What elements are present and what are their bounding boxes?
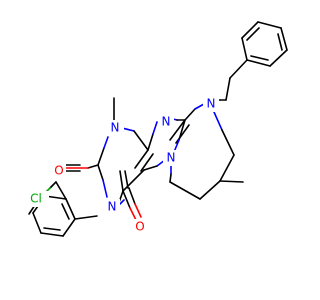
bond xyxy=(178,119,186,141)
bond xyxy=(246,59,271,67)
bond xyxy=(225,77,231,101)
bond xyxy=(97,147,105,166)
bond xyxy=(169,173,172,183)
bond xyxy=(152,121,158,135)
bond xyxy=(229,59,248,79)
bond xyxy=(199,180,221,200)
bond xyxy=(61,203,70,220)
bond xyxy=(134,149,149,169)
bond xyxy=(219,154,235,182)
bond xyxy=(119,170,124,192)
molecule-structure: N N N N N O O Cl xyxy=(23,21,288,237)
bond xyxy=(55,181,67,200)
bond xyxy=(169,181,201,200)
bond xyxy=(184,108,196,121)
bond xyxy=(62,218,76,237)
atom-label-cl: Cl xyxy=(30,192,42,206)
atom-label-n10: N xyxy=(207,97,216,111)
molecule-canvas: N N N N N O O Cl xyxy=(23,21,288,237)
atom-label-n7: N xyxy=(167,151,176,165)
bond xyxy=(122,169,145,192)
bond xyxy=(269,49,288,67)
atom-label-o2: O xyxy=(54,164,63,178)
bond xyxy=(97,164,104,181)
bond xyxy=(221,129,235,156)
bond xyxy=(257,21,282,29)
bond xyxy=(40,232,64,237)
atom-label-o4: O xyxy=(135,220,144,234)
bond xyxy=(194,103,205,110)
atom-label-n9: N xyxy=(162,115,171,129)
bond xyxy=(65,198,76,220)
bond xyxy=(143,165,158,171)
bond xyxy=(124,170,129,189)
heteroatom-bonds xyxy=(43,99,235,221)
bond xyxy=(134,203,142,218)
bond xyxy=(250,55,269,61)
atom-labels: N N N N N O O Cl xyxy=(23,96,219,235)
bond xyxy=(241,21,259,39)
bond xyxy=(129,207,137,221)
bond xyxy=(103,136,109,149)
bond xyxy=(128,187,136,205)
bond xyxy=(147,133,154,151)
bond xyxy=(280,27,288,51)
bond xyxy=(213,111,223,131)
bond xyxy=(246,27,260,41)
bond xyxy=(119,199,125,205)
bond xyxy=(74,215,98,220)
atom-label-n1: N xyxy=(111,121,120,135)
bond xyxy=(122,190,131,209)
bond xyxy=(219,180,244,183)
bond xyxy=(140,153,154,172)
atom-label-n3: N xyxy=(108,200,117,214)
bond xyxy=(277,33,283,51)
bond xyxy=(87,164,99,169)
bond xyxy=(32,212,42,234)
bond xyxy=(133,130,149,151)
bond xyxy=(169,119,186,141)
bond xyxy=(241,37,248,61)
bond xyxy=(102,179,108,198)
bond xyxy=(49,181,57,189)
bond xyxy=(43,227,61,231)
